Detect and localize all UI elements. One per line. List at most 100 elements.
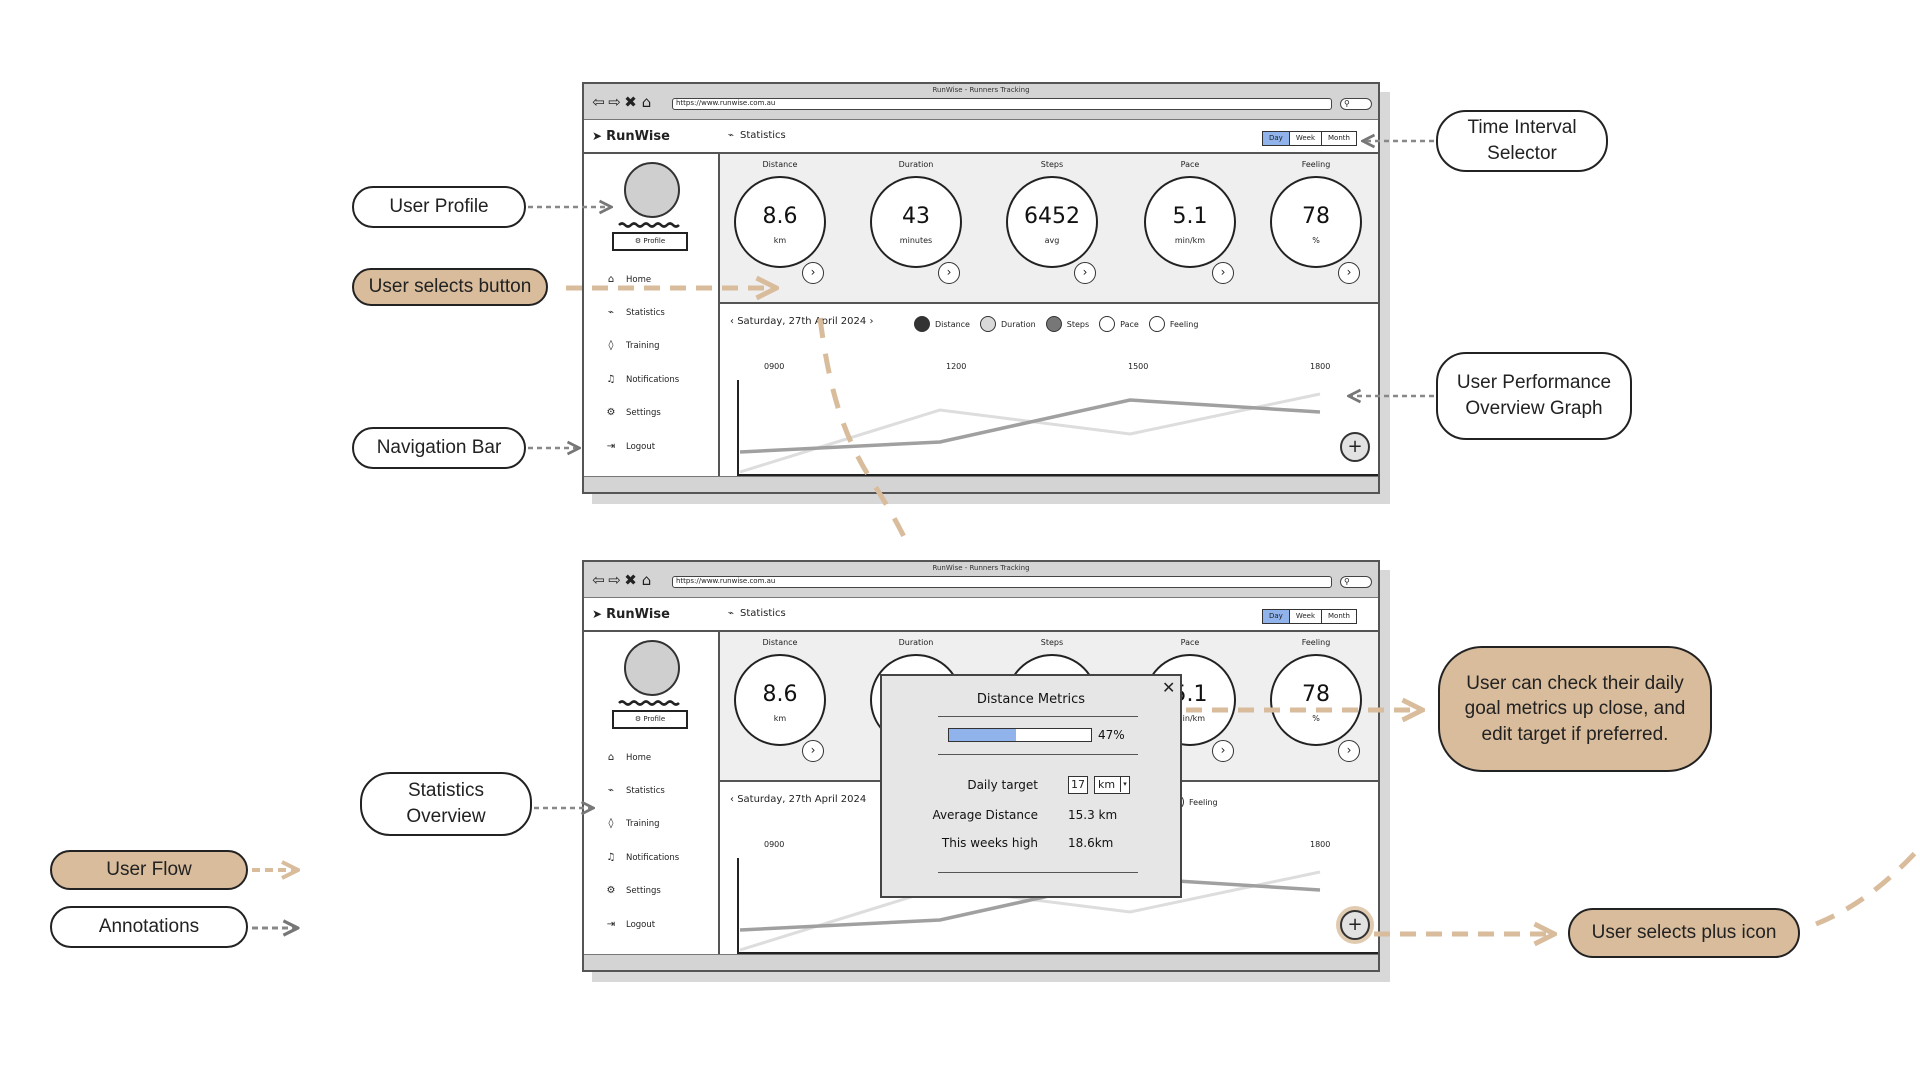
chevron-right-icon[interactable]: ›: [1074, 262, 1096, 284]
time-label: 0900: [764, 840, 785, 849]
graph-legend: Distance Duration Steps Pace Feeling: [914, 316, 1208, 332]
interval-week[interactable]: Week: [1288, 132, 1322, 145]
legend-duration[interactable]: Duration: [979, 316, 1036, 332]
divider: [938, 716, 1138, 717]
annotation-time-interval-selector: Time Interval Selector: [1436, 110, 1608, 172]
back-icon[interactable]: ⇦: [592, 93, 608, 111]
interval-day[interactable]: Day: [1263, 610, 1289, 623]
sidebar-item-statistics[interactable]: ⌁Statistics: [602, 307, 665, 318]
interval-month[interactable]: Month: [1321, 132, 1356, 145]
sidebar-item-training[interactable]: ◊Training: [602, 818, 660, 829]
chevron-right-icon[interactable]: ›: [1212, 262, 1234, 284]
home-icon[interactable]: ⌂: [641, 93, 655, 111]
add-button[interactable]: +: [1340, 432, 1370, 462]
chevron-left-icon[interactable]: ‹: [730, 794, 738, 805]
interval-day[interactable]: Day: [1263, 132, 1289, 145]
close-icon[interactable]: ✕: [1162, 678, 1176, 697]
profile-button[interactable]: ⚙ Profile: [612, 232, 688, 251]
sidebar-item-label: Settings: [626, 885, 661, 896]
metric-label: Steps: [1040, 638, 1064, 647]
navigation-bar: ⚙ Profile ⌂Home ⌁Statistics ◊Training ♫N…: [584, 154, 720, 476]
graph-lines: [737, 380, 1378, 476]
metric-unit: min/km: [1174, 714, 1206, 723]
sidebar-item-training[interactable]: ◊Training: [602, 340, 660, 351]
legend-label: Feeling: [1189, 797, 1218, 807]
chevron-right-icon[interactable]: ›: [938, 262, 960, 284]
close-icon[interactable]: ✖: [624, 571, 640, 589]
logout-icon: ⇥: [606, 441, 616, 452]
sidebar-item-label: Statistics: [626, 785, 665, 796]
send-icon: ➤: [592, 129, 603, 143]
metric-unit: minutes: [899, 236, 933, 245]
daily-target-input[interactable]: 17: [1068, 776, 1088, 794]
sidebar-item-notifications[interactable]: ♫Notifications: [602, 374, 680, 385]
back-icon[interactable]: ⇦: [592, 571, 608, 589]
avatar: [624, 162, 680, 218]
legend-steps[interactable]: Steps: [1045, 316, 1089, 332]
unit-select[interactable]: km▾: [1094, 776, 1130, 794]
sidebar-item-settings[interactable]: ⚙Settings: [602, 407, 661, 418]
weeks-high-value: 18.6km: [1068, 836, 1114, 850]
window-title: RunWise - Runners Tracking: [932, 564, 1030, 572]
legend-pace[interactable]: Pace: [1099, 316, 1139, 332]
search-icon[interactable]: ⚲: [1340, 98, 1372, 110]
goal-progress-bar: [948, 728, 1092, 742]
url-bar[interactable]: https://www.runwise.com.au: [672, 576, 1332, 588]
annotation-statistics-overview: Statistics Overview: [360, 772, 532, 836]
sidebar-item-settings[interactable]: ⚙ Settings: [602, 885, 661, 896]
metric-circle: 78 %: [1270, 654, 1362, 746]
gear-icon: ⚙: [606, 885, 616, 896]
url-bar[interactable]: https://www.runwise.com.au: [672, 98, 1332, 110]
brand[interactable]: ➤RunWise: [592, 129, 670, 144]
sidebar-item-home[interactable]: ⌂Home: [602, 274, 651, 285]
interval-month[interactable]: Month: [1321, 610, 1356, 623]
navigation-bar: ⚙ Profile ⌂Home ⌁ Statistics ◊Training ♫N…: [584, 632, 720, 954]
brand-name: RunWise: [606, 129, 670, 144]
sidebar-item-label: Statistics: [626, 307, 665, 318]
chevron-right-icon[interactable]: ›: [1338, 740, 1360, 762]
legend-label: Pace: [1120, 319, 1139, 329]
flow-daily-goal-note: User can check their daily goal metrics …: [1438, 646, 1712, 772]
chevron-right-icon[interactable]: ›: [1212, 740, 1234, 762]
sidebar-item-statistics[interactable]: ⌁ Statistics: [602, 785, 665, 796]
sidebar-item-logout[interactable]: ⇥Logout: [602, 441, 655, 452]
chevron-right-icon[interactable]: ›: [802, 740, 824, 762]
profile-button[interactable]: ⚙ Profile: [612, 710, 688, 729]
average-distance-value: 15.3 km: [1068, 808, 1118, 822]
close-icon[interactable]: ✖: [624, 93, 640, 111]
section-title: ⌁Statistics: [728, 130, 786, 141]
legend-label: Feeling: [1169, 319, 1199, 329]
search-icon[interactable]: ⚲: [1340, 576, 1372, 588]
legend-dot: [1099, 316, 1116, 332]
legend-label: Distance: [935, 319, 970, 329]
add-button[interactable]: +: [1340, 910, 1370, 940]
legend-label: Duration: [1000, 319, 1036, 329]
home-icon[interactable]: ⌂: [641, 571, 655, 589]
forward-icon[interactable]: ⇨: [608, 571, 624, 589]
legend-feeling[interactable]: Feeling: [1148, 316, 1199, 332]
window-statusbar: [584, 954, 1378, 970]
chevron-right-icon[interactable]: ›: [802, 262, 824, 284]
sidebar-item-home[interactable]: ⌂Home: [602, 752, 651, 763]
section-title: ⌁Statistics: [728, 608, 786, 619]
metric-label: Feeling: [1301, 160, 1331, 169]
metric-unit: km: [773, 236, 787, 245]
legend-distance[interactable]: Distance: [914, 316, 970, 332]
interval-week[interactable]: Week: [1288, 610, 1322, 623]
activity-icon: ⌁: [607, 785, 615, 796]
series-line-dark: [739, 876, 1321, 932]
sidebar-item-label: Home: [626, 752, 652, 763]
sidebar-item-logout[interactable]: ⇥Logout: [602, 919, 655, 930]
daily-target-label: Daily target: [967, 778, 1038, 792]
sidebar-item-notifications[interactable]: ♫Notifications: [602, 852, 680, 863]
chevron-left-icon[interactable]: ‹: [730, 316, 738, 327]
home-icon: ⌂: [607, 274, 615, 285]
forward-icon[interactable]: ⇨: [608, 93, 624, 111]
brand[interactable]: ➤RunWise: [592, 607, 670, 622]
chevron-right-icon[interactable]: ›: [1338, 262, 1360, 284]
sliders-icon: ⚙: [634, 237, 644, 245]
logout-icon: ⇥: [606, 919, 616, 930]
browser-titlebar: RunWise - Runners Tracking ⇦⇨✖⌂ https://…: [584, 562, 1378, 598]
metric-circle: 78 %: [1270, 176, 1362, 268]
progress-percent: 47%: [1098, 728, 1125, 742]
